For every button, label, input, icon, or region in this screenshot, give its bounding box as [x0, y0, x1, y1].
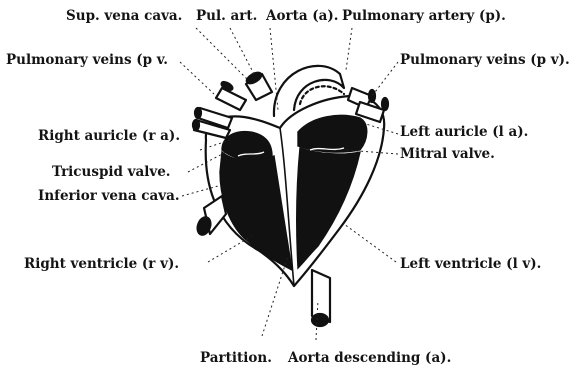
label-sup-vena-cava: Sup. vena cava. [66, 8, 182, 24]
label-aorta: Aorta (a). [266, 8, 339, 24]
label-aorta-descending: Aorta descending (a). [288, 350, 451, 366]
aortic-arch [274, 66, 344, 116]
pulmonary-vein-upper-left [216, 88, 246, 110]
right-ventricle-chamber [220, 152, 292, 270]
left-auricle-chamber [298, 115, 367, 152]
label-pul-art: Pul. art. [196, 8, 257, 24]
label-tricuspid-valve: Tricuspid valve. [52, 164, 171, 180]
label-pulmonary-veins-left: Pulmonary veins (p v. [6, 52, 168, 68]
label-partition: Partition. [200, 350, 272, 366]
label-right-ventricle: Right ventricle (r v). [24, 256, 179, 272]
label-pulmonary-artery: Pulmonary artery (p). [342, 8, 506, 24]
label-right-auricle: Right auricle (r a). [38, 128, 180, 144]
label-left-ventricle: Left ventricle (l v). [400, 256, 541, 272]
label-pulmonary-veins-right: Pulmonary veins (p v). [400, 52, 570, 68]
label-inferior-vena-cava: Inferior vena cava. [38, 188, 180, 204]
left-ventricle-chamber [297, 148, 360, 268]
label-mitral-valve: Mitral valve. [400, 146, 495, 162]
label-left-auricle: Left auricle (l a). [400, 124, 528, 140]
